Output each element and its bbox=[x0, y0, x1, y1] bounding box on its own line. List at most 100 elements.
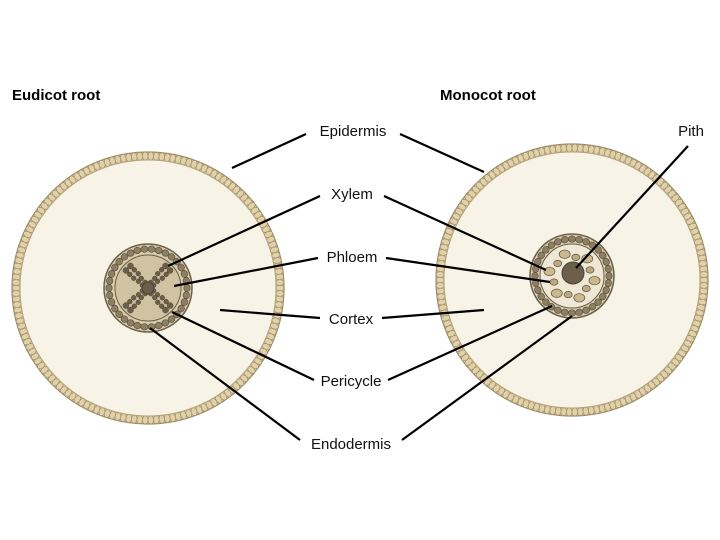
plant-cell bbox=[131, 414, 138, 424]
leader-pith bbox=[575, 145, 689, 269]
plant-cell bbox=[140, 323, 149, 331]
leader-cortex-right bbox=[381, 308, 485, 320]
xylem-cell bbox=[131, 303, 138, 309]
plant-cell bbox=[555, 406, 562, 416]
plant-cell bbox=[158, 414, 165, 424]
plant-cell bbox=[560, 143, 567, 153]
leader-xylem-right bbox=[383, 194, 547, 272]
label-pith: Pith bbox=[678, 123, 704, 140]
xylem-cell bbox=[127, 271, 133, 278]
monocot-pith bbox=[561, 261, 585, 285]
plant-cell bbox=[582, 406, 589, 416]
xylem-cell bbox=[159, 275, 165, 281]
plant-cell bbox=[105, 284, 113, 292]
plant-cell bbox=[147, 151, 154, 161]
leader-lines bbox=[149, 132, 689, 441]
xylem-cell bbox=[152, 294, 158, 301]
plant-cell bbox=[158, 152, 165, 162]
leader-epidermis-left bbox=[231, 133, 307, 169]
label-phloem: Phloem bbox=[327, 249, 378, 266]
xylem-bundle bbox=[588, 275, 601, 286]
xylem-cell bbox=[163, 271, 169, 278]
plant-cell bbox=[577, 143, 584, 153]
plant-cell bbox=[136, 415, 143, 425]
plant-cell bbox=[560, 407, 567, 417]
plant-cell bbox=[275, 273, 284, 281]
xylem-cell bbox=[162, 262, 169, 270]
plant-cell bbox=[142, 415, 149, 425]
label-endodermis: Endodermis bbox=[311, 436, 391, 453]
plant-cell bbox=[183, 284, 191, 292]
xylem-cell bbox=[135, 292, 142, 298]
phloem-bundle bbox=[581, 284, 591, 293]
xylem-cell bbox=[131, 295, 137, 301]
plant-cell bbox=[577, 407, 584, 417]
label-cortex: Cortex bbox=[329, 311, 374, 328]
plant-cell bbox=[566, 407, 573, 417]
xylem-cell bbox=[162, 306, 169, 314]
plant-cell bbox=[568, 235, 576, 243]
xylem-cell bbox=[135, 271, 141, 277]
leader-phloem-right bbox=[385, 256, 551, 284]
leader-endodermis-right bbox=[401, 315, 573, 441]
xylem-cell bbox=[166, 302, 174, 309]
xylem-bundle bbox=[543, 266, 556, 277]
eudicot-root-title: Eudicot root bbox=[12, 87, 100, 104]
plant-cell bbox=[153, 151, 160, 161]
leader-epidermis-right bbox=[399, 132, 485, 174]
plant-cell bbox=[11, 279, 21, 286]
plant-cell bbox=[12, 273, 21, 281]
plant-cell bbox=[275, 284, 285, 292]
plant-cell bbox=[699, 271, 709, 278]
label-pericycle: Pericycle bbox=[321, 373, 382, 390]
xylem-cell bbox=[122, 267, 130, 274]
xylem-bundle bbox=[573, 293, 586, 303]
plant-cell bbox=[582, 144, 589, 154]
label-epidermis: Epidermis bbox=[320, 123, 387, 140]
plant-cell bbox=[699, 287, 708, 295]
plant-cell bbox=[12, 295, 21, 303]
plant-cell bbox=[131, 152, 138, 162]
xylem-cell bbox=[127, 306, 134, 314]
xylem-center bbox=[141, 281, 155, 295]
xylem-cell bbox=[163, 299, 169, 305]
plant-cell bbox=[571, 143, 578, 153]
plant-cell bbox=[605, 272, 613, 280]
xylem-cell bbox=[127, 299, 133, 305]
plant-cell bbox=[571, 407, 578, 417]
plant-cell bbox=[566, 143, 573, 153]
phloem-bundle bbox=[553, 259, 563, 268]
eudicot-root-section bbox=[11, 151, 285, 425]
monocot-root-title: Monocot root bbox=[440, 87, 536, 104]
leader-pericycle-left bbox=[171, 311, 315, 381]
xylem-bundle bbox=[558, 249, 571, 259]
plant-cell bbox=[275, 290, 285, 297]
plant-cell bbox=[142, 151, 149, 161]
label-xylem: Xylem bbox=[331, 186, 373, 203]
leader-cortex-left bbox=[219, 308, 321, 320]
plant-cell bbox=[11, 284, 21, 292]
plant-cell bbox=[136, 151, 143, 161]
phloem-bundle bbox=[571, 253, 581, 261]
xylem-cell bbox=[135, 299, 141, 305]
phloem-bundle bbox=[563, 291, 573, 299]
xylem-cell bbox=[159, 267, 165, 273]
plant-cell bbox=[140, 245, 149, 253]
plant-cell bbox=[147, 415, 154, 425]
leader-phloem-left bbox=[173, 256, 319, 288]
plant-cell bbox=[568, 309, 576, 317]
monocot-root-section bbox=[435, 143, 709, 417]
xylem-cell bbox=[131, 275, 137, 281]
phloem-bundle bbox=[585, 266, 595, 274]
plant-cell bbox=[11, 290, 21, 297]
plant-cell bbox=[436, 287, 445, 295]
plant-cell bbox=[699, 276, 709, 284]
leader-xylem-left bbox=[167, 195, 321, 267]
xylem-cell bbox=[122, 302, 130, 309]
xylem-cell bbox=[154, 278, 161, 284]
plant-cell bbox=[435, 276, 445, 284]
eudicot-endodermis-ring bbox=[105, 245, 191, 331]
monocot-epidermis-cells bbox=[435, 143, 709, 417]
xylem-cell bbox=[159, 295, 165, 301]
